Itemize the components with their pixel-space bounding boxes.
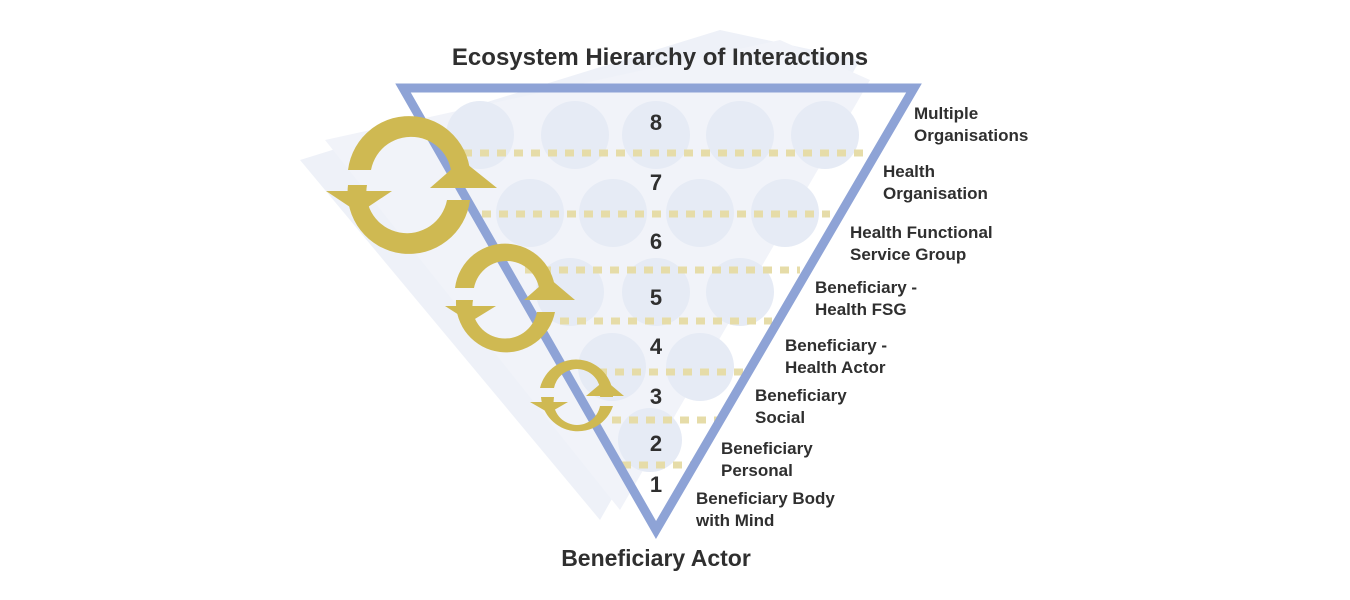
cycle-arrow-medium-icon [445, 243, 575, 353]
level-label-4: Beneficiary - Health Actor [785, 335, 887, 379]
inverted-triangle [395, 83, 922, 539]
level-number-7: 7 [649, 170, 663, 195]
level-number-3: 3 [649, 384, 663, 409]
level-label-6-line1: Health Functional [850, 223, 993, 242]
diagram-title: Ecosystem Hierarchy of Interactions [451, 44, 869, 71]
level-label-5-line2: Health FSG [815, 300, 907, 319]
level-label-6: Health Functional Service Group [850, 222, 993, 266]
cycle-arrow-large-icon [326, 116, 497, 254]
level-label-2-line1: Beneficiary [721, 439, 813, 458]
background-circles [446, 101, 859, 472]
level-label-8: Multiple Organisations [914, 103, 1028, 147]
level-label-7: Health Organisation [883, 161, 988, 205]
level-label-5-line1: Beneficiary - [815, 278, 918, 297]
level-label-4-line2: Health Actor [785, 358, 886, 377]
level-number-4: 4 [649, 334, 663, 359]
level-number-6: 6 [649, 229, 663, 254]
level-label-8-line2: Organisations [914, 126, 1029, 145]
level-label-2-line2: Personal [721, 461, 793, 480]
level-number-5: 5 [649, 285, 663, 310]
cycle-arrow-small-icon [530, 359, 624, 432]
level-label-2: Beneficiary Personal [721, 438, 813, 482]
level-number-1: 1 [649, 472, 663, 497]
level-label-5: Beneficiary - Health FSG [815, 277, 917, 321]
level-divider-lines [463, 149, 864, 469]
level-label-1: Beneficiary Body with Mind [696, 488, 835, 532]
level-label-3: Beneficiary Social [755, 385, 847, 429]
level-label-3-line1: Beneficiary [755, 386, 847, 405]
diagram-footer: Beneficiary Actor [561, 545, 751, 571]
level-label-1-line1: Beneficiary Body [696, 489, 835, 508]
level-label-6-line2: Service Group [850, 245, 967, 264]
level-label-7-line2: Organisation [883, 184, 988, 203]
level-label-4-line1: Beneficiary - [785, 336, 888, 355]
level-label-7-line1: Health [883, 162, 935, 181]
level-number-2: 2 [649, 431, 663, 456]
level-label-8-line1: Multiple [914, 104, 979, 123]
level-label-3-line2: Social [755, 408, 806, 427]
level-label-1-line2: with Mind [696, 511, 775, 530]
level-number-8: 8 [649, 110, 663, 135]
